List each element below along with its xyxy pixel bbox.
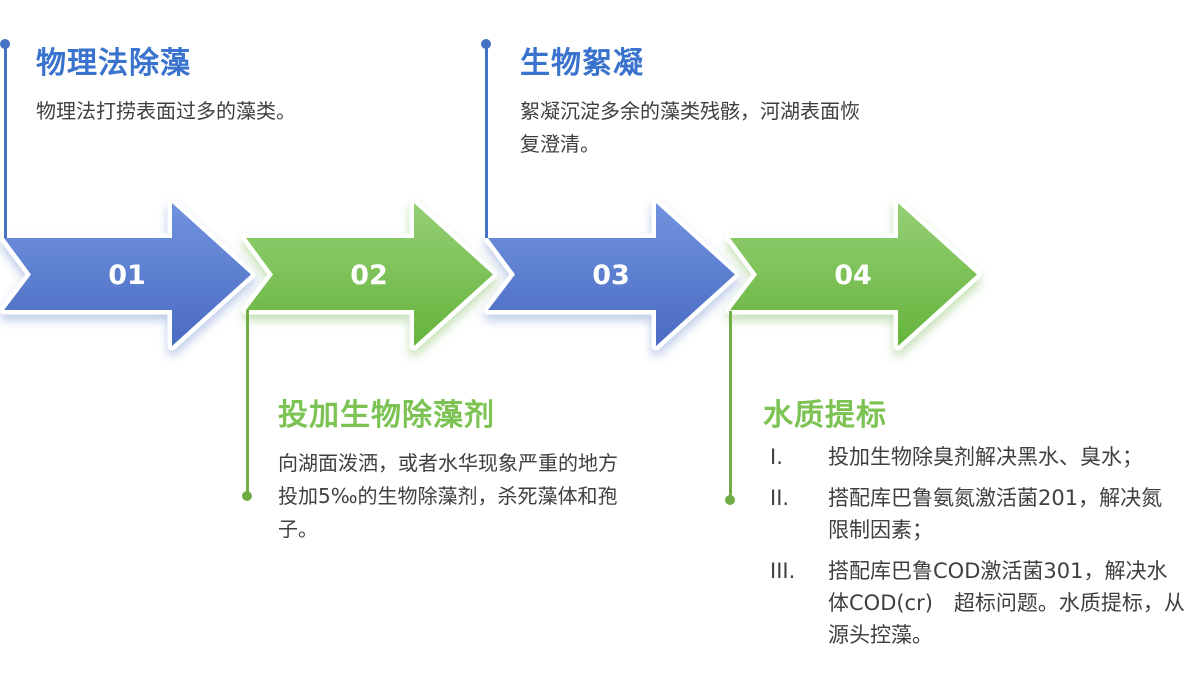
section-title: 生物絮凝 bbox=[520, 46, 644, 81]
section-title: 物理法除藻 bbox=[36, 46, 191, 81]
connector-dot-step3 bbox=[481, 39, 491, 49]
section-description: 絮凝沉淀多余的藻类残骸，河湖表面恢 复澄清。 bbox=[520, 99, 860, 156]
list-item: II. 搭配库巴鲁氨氮激活菌201，解决氮 限制因素； bbox=[763, 482, 1189, 546]
process-arrow-step-01: 01 bbox=[0, 198, 256, 351]
connector-dot-step2 bbox=[242, 491, 252, 501]
callout-add-bio-algaecide: 投加生物除藻剂 向湖面泼洒，或者水华现象严重的地方 投加5‰的生物除藻剂，杀死藻… bbox=[278, 396, 698, 546]
connector-line-step4 bbox=[729, 311, 732, 500]
connector-dot-step4 bbox=[725, 495, 735, 505]
list-item-numeral: II. bbox=[770, 486, 790, 510]
callout-bio-flocculation: 生物絮凝 絮凝沉淀多余的藻类残骸，河湖表面恢 复澄清。 bbox=[520, 44, 940, 161]
step-number-03: 03 bbox=[592, 260, 630, 291]
connector-line-step3 bbox=[485, 44, 488, 238]
callout-water-quality-upgrade: 水质提标 I. 投加生物除臭剂解决黑水、臭水； II. 搭配库巴鲁氨氮激活菌20… bbox=[763, 396, 1189, 660]
list-item-numeral: III. bbox=[770, 559, 796, 583]
arrow-shape-blue bbox=[488, 203, 735, 346]
process-arrow-step-02: 02 bbox=[241, 198, 498, 351]
section-description: 向湖面泼洒，或者水华现象严重的地方 投加5‰的生物除藻剂，杀死藻体和孢 子。 bbox=[278, 451, 618, 541]
arrow-shape-green bbox=[730, 203, 977, 346]
arrow-shape-blue bbox=[4, 203, 251, 346]
connector-line-step1 bbox=[4, 44, 7, 238]
process-arrow-step-04: 04 bbox=[725, 198, 982, 351]
step-number-02: 02 bbox=[350, 260, 388, 291]
section-description: 物理法打捞表面过多的藻类。 bbox=[36, 99, 296, 123]
connector-dot-step1 bbox=[0, 39, 10, 49]
list-item-text: 投加生物除臭剂解决黑水、臭水； bbox=[828, 445, 1143, 469]
list-item-text: 搭配库巴鲁COD激活菌301，解决水 体COD(cr) 超标问题。水质提标，从 … bbox=[828, 559, 1185, 647]
list-item-numeral: I. bbox=[770, 445, 783, 469]
process-arrow-step-03: 03 bbox=[483, 198, 740, 351]
measure-list: I. 投加生物除臭剂解决黑水、臭水； II. 搭配库巴鲁氨氮激活菌201，解决氮… bbox=[763, 441, 1189, 651]
section-title: 投加生物除藻剂 bbox=[278, 398, 495, 433]
callout-physical-algae-removal: 物理法除藻 物理法打捞表面过多的藻类。 bbox=[36, 44, 456, 128]
process-arrows: 01 02 03 04 bbox=[0, 198, 982, 351]
connector-line-step2 bbox=[246, 310, 249, 496]
arrow-shape-green bbox=[246, 203, 493, 346]
section-title: 水质提标 bbox=[763, 398, 887, 433]
list-item: I. 投加生物除臭剂解决黑水、臭水； bbox=[763, 441, 1189, 473]
list-item-text: 搭配库巴鲁氨氮激活菌201，解决氮 限制因素； bbox=[828, 486, 1163, 542]
list-item: III. 搭配库巴鲁COD激活菌301，解决水 体COD(cr) 超标问题。水质… bbox=[763, 555, 1189, 651]
step-number-04: 04 bbox=[834, 260, 872, 291]
step-number-01: 01 bbox=[108, 260, 146, 291]
